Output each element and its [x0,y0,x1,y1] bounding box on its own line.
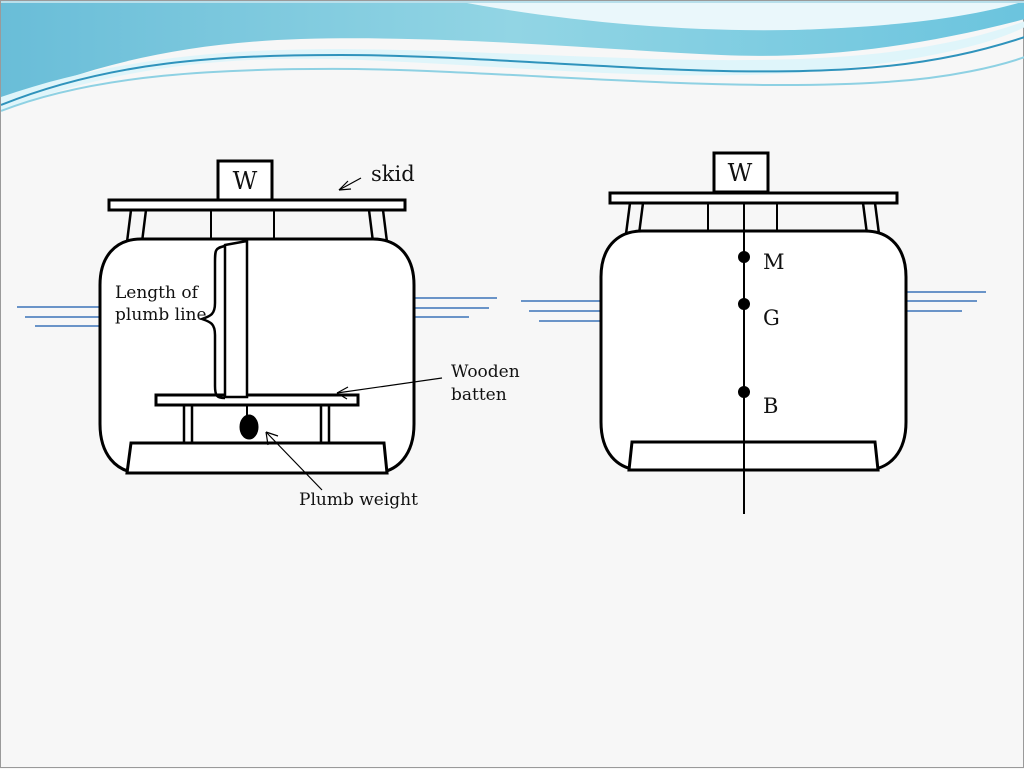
center-of-gravity-point [738,298,750,310]
point-m-label: M [763,250,785,274]
wooden-batten [154,393,360,407]
left-hull [98,237,416,475]
skid-label: skid [371,162,415,186]
right-skid-deck [608,191,899,205]
metacenter-point [738,251,750,263]
left-ship-diagram [98,159,443,491]
wooden-batten-label-line-2: batten [451,385,507,405]
right-labels: W M G B [728,159,785,418]
left-keel-block [125,441,389,475]
water-lines-right [521,291,986,322]
left-skid-deck [107,198,407,212]
right-weight-label: W [728,159,753,187]
point-b-label: B [763,394,778,418]
right-hull [599,229,908,472]
plumb-length-label-line-2: plumb line [115,305,207,325]
plumb-length-label-line-1: Length of [115,283,200,303]
left-weight-label: W [233,167,258,195]
center-of-buoyancy-point [738,386,750,398]
wooden-batten-label-line-1: Wooden [451,362,520,382]
left-weight-box [216,159,274,202]
plumb-weight-label: Plumb weight [299,490,418,510]
plumb-weight-bob [239,414,259,440]
plumb-line-guide [223,239,249,399]
right-ship-diagram [599,151,908,514]
point-g-label: G [763,306,780,330]
decorative-wave-banner [1,1,1024,112]
water-lines-left [17,297,497,327]
right-keel-block [627,440,880,472]
length-brace [198,244,226,400]
left-labels: W skid Length of plumb line Wooden batte… [115,162,520,510]
